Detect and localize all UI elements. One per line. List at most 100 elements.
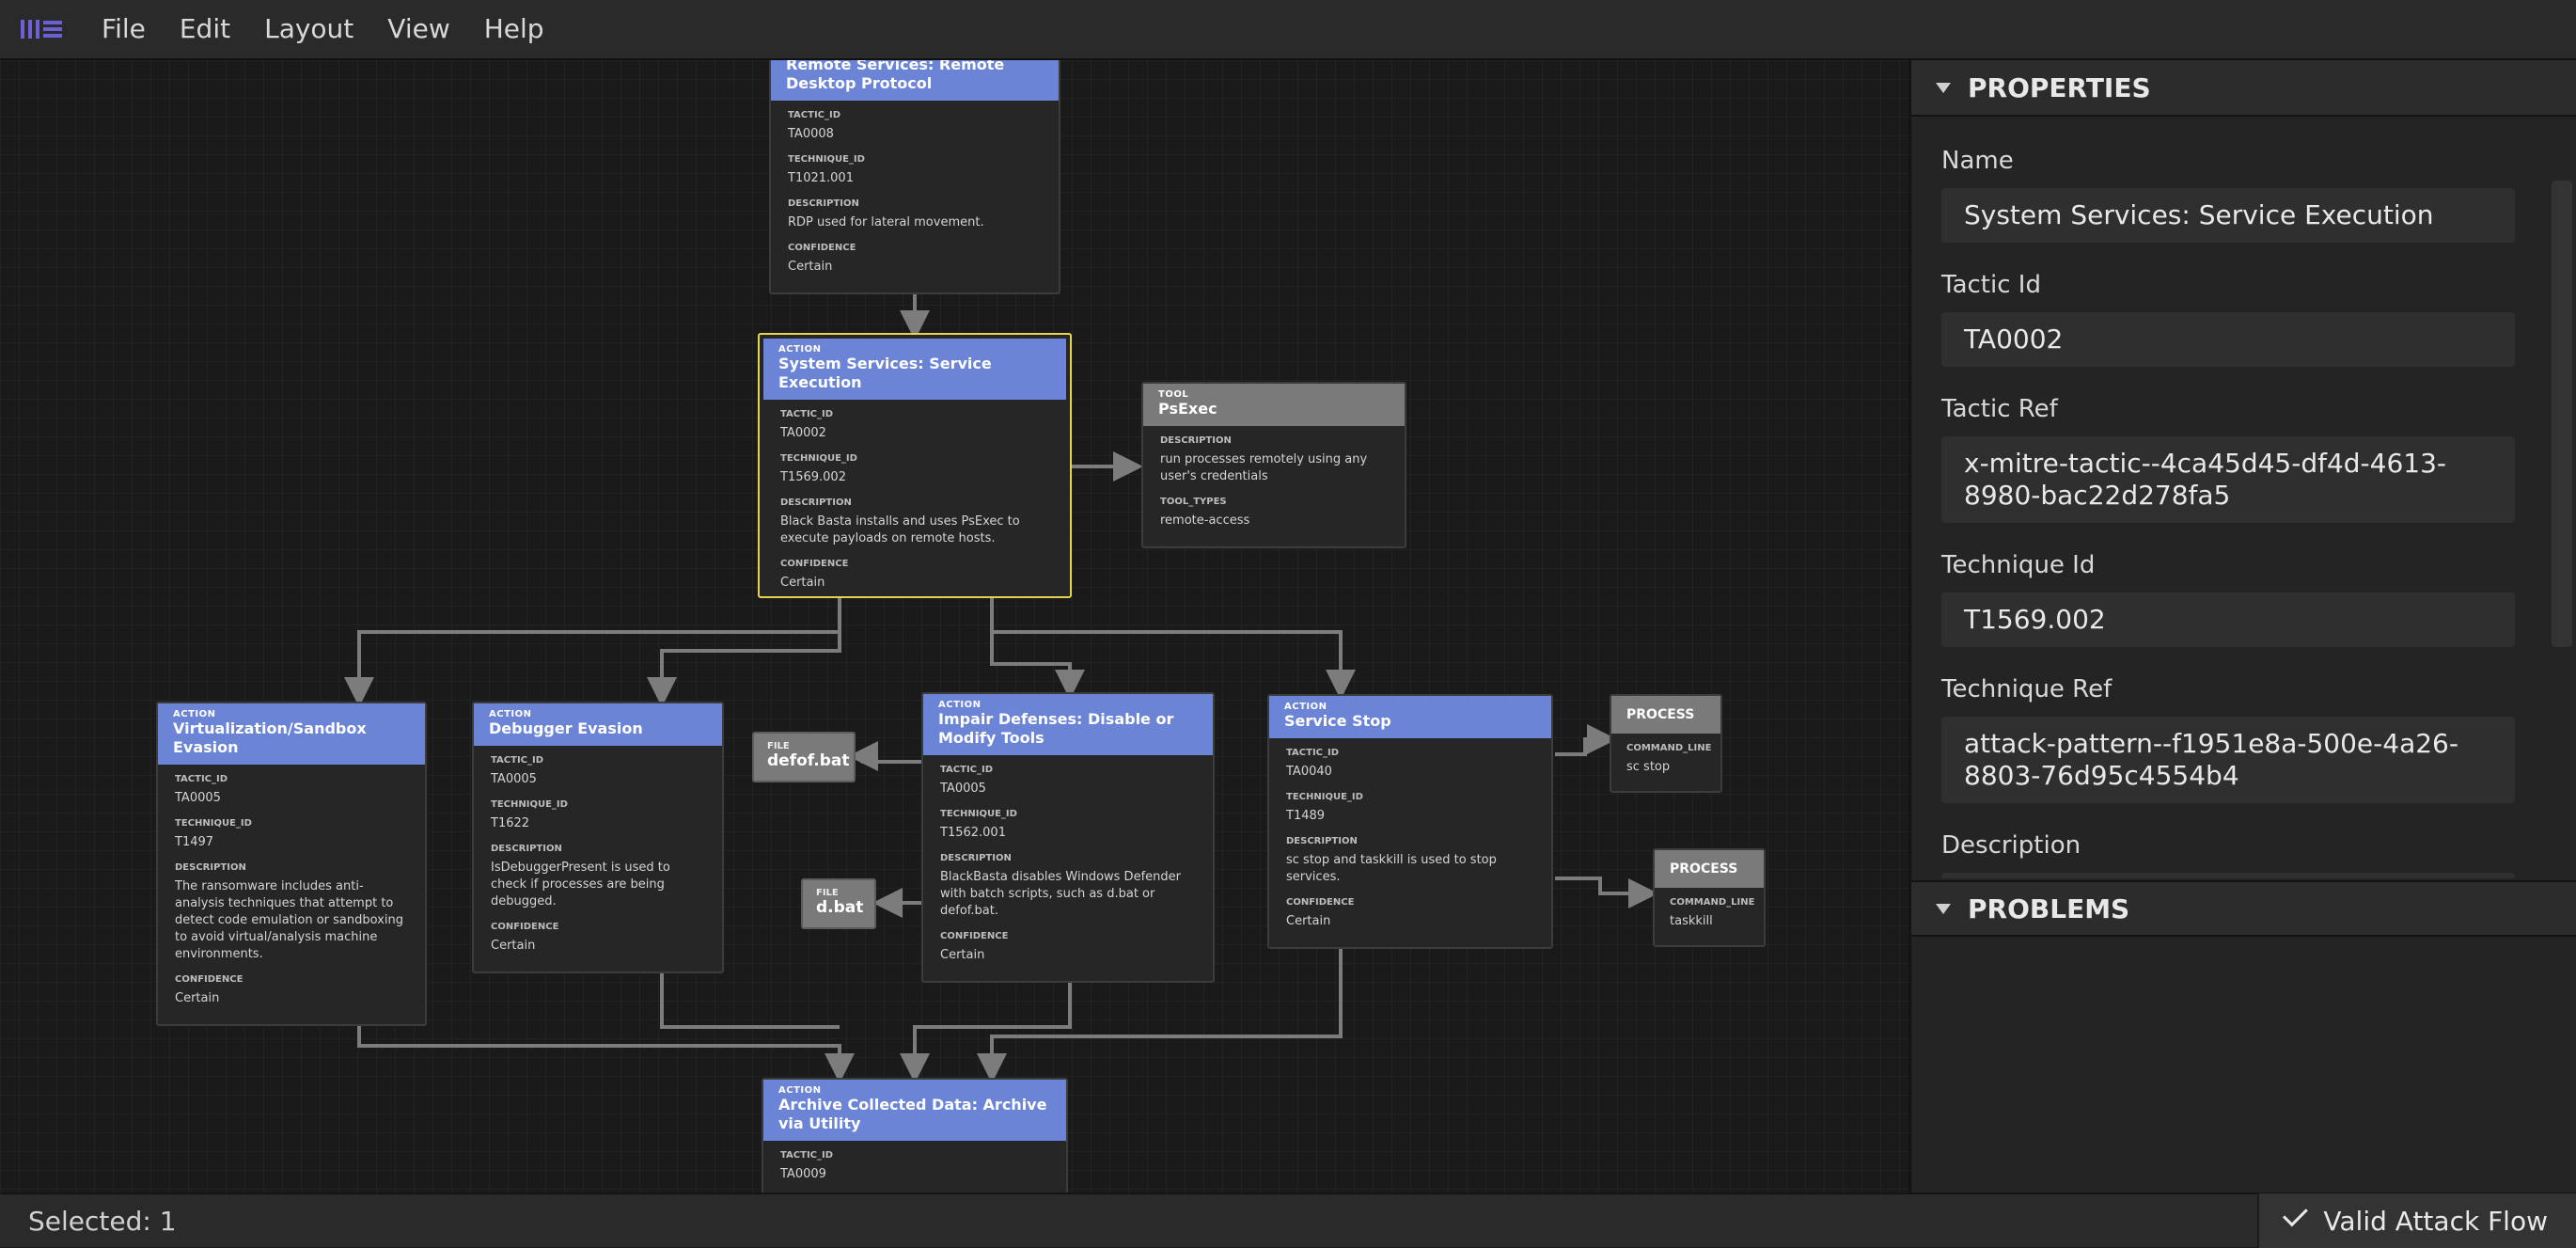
field-value: Certain (175, 991, 220, 1005)
menu-help[interactable]: Help (483, 13, 544, 44)
field-value: T1021.001 (788, 171, 854, 185)
field-key: DESCRIPTION (780, 498, 852, 508)
status-bar: Selected: 1 Valid Attack Flow (0, 1193, 2576, 1248)
wire-stop-proc2[interactable] (1555, 877, 1658, 908)
node-title: PROCESS (1626, 707, 1695, 722)
field-value: TA0005 (491, 772, 537, 786)
problems-section: PROBLEMS (1911, 880, 2576, 937)
field-value: TA0005 (175, 791, 221, 805)
check-icon (2283, 1201, 2309, 1227)
node-kind: ACTION (489, 709, 532, 719)
prop-label-tactic-id: Tactic Id (1941, 271, 2041, 299)
field-key: COMMAND_LINE (1626, 743, 1712, 753)
node-rdp[interactable]: ACTIONRemote Services: Remote Desktop Pr… (769, 60, 1060, 294)
field-value: remote-access (1160, 513, 1250, 528)
wire-impair-archive[interactable] (900, 976, 1072, 1083)
wire-svc-impair[interactable] (990, 598, 1085, 700)
prop-label-technique-ref: Technique Ref (1941, 675, 2113, 703)
validity-indicator[interactable]: Valid Attack Flow (2257, 1193, 2576, 1248)
field-value: Certain (1286, 914, 1331, 928)
properties-title: PROPERTIES (1968, 71, 2151, 103)
properties-list: Name System Services: Service Execution … (1911, 118, 2569, 878)
menu-layout[interactable]: Layout (264, 13, 354, 44)
prop-field-tactic-ref[interactable]: x-mitre-tactic--4ca45d45-df4d-4613-8980-… (1941, 436, 2515, 523)
node-title: System Services: Service Execution (778, 355, 992, 391)
wire-svc-stop[interactable] (990, 598, 1356, 700)
side-panel: PROPERTIES Name System Services: Service… (1908, 60, 2576, 1193)
node-kind: ACTION (1284, 702, 1327, 712)
attack-flow-logo-icon (21, 18, 64, 40)
field-key: DESCRIPTION (940, 853, 1012, 863)
field-key: COMMAND_LINE (1670, 897, 1755, 908)
node-kind: FILE (767, 741, 790, 751)
problems-header[interactable]: PROBLEMS (1911, 880, 2576, 937)
field-key: DESCRIPTION (175, 862, 246, 873)
field-key: DESCRIPTION (1286, 836, 1358, 846)
field-value: T1569.002 (780, 470, 846, 484)
menu-bar: File Edit Layout View Help (0, 0, 2576, 60)
wire-svc-debug[interactable] (647, 598, 841, 707)
prop-label-tactic-ref: Tactic Ref (1941, 395, 2058, 423)
wire-stop-proc1[interactable] (1555, 724, 1617, 756)
wire-virt-archive[interactable] (357, 997, 855, 1083)
prop-field-tactic-id[interactable]: TA0002 (1941, 312, 2515, 367)
wire-stop-archive[interactable] (977, 939, 1343, 1083)
field-value: taskkill (1670, 914, 1713, 928)
wire-debug-archive[interactable] (660, 965, 840, 1029)
field-key: CONFIDENCE (175, 974, 243, 985)
field-key: TOOL_TYPES (1160, 497, 1227, 507)
field-value: Black Basta installs and uses PsExec to … (780, 514, 1020, 545)
node-file-defof[interactable]: FILE defof.bat (752, 732, 856, 782)
field-value: TA0008 (788, 127, 834, 141)
prop-field-technique-ref[interactable]: attack-pattern--f1951e8a-500e-4a26-8803-… (1941, 717, 2515, 803)
field-value: T1497 (175, 835, 214, 849)
node-file-dbat[interactable]: FILE d.bat (801, 878, 876, 929)
field-value: Certain (491, 939, 536, 953)
field-value: TA0002 (780, 426, 826, 440)
prop-field-technique-id[interactable]: T1569.002 (1941, 592, 2515, 647)
field-key: TACTIC_ID (1286, 748, 1340, 758)
node-title: Virtualization/Sandbox Evasion (173, 719, 367, 756)
field-key: TACTIC_ID (175, 774, 228, 784)
menu-file[interactable]: File (102, 13, 146, 44)
prop-field-description[interactable] (1941, 873, 2515, 878)
flow-canvas[interactable]: ACTIONRemote Services: Remote Desktop Pr… (0, 60, 1908, 1193)
node-kind: TOOL (1158, 389, 1189, 400)
node-title: Debugger Evasion (489, 719, 643, 737)
field-key: CONFIDENCE (788, 243, 856, 253)
field-key: TACTIC_ID (780, 409, 834, 419)
node-title: Impair Defenses: Disable or Modify Tools (938, 710, 1174, 747)
triangle-down-icon[interactable] (1936, 82, 1951, 93)
field-value: Certain (788, 260, 833, 274)
node-title: d.bat (816, 898, 864, 917)
menu-view[interactable]: View (387, 13, 450, 44)
field-key: TECHNIQUE_ID (175, 818, 252, 829)
field-value: T1622 (491, 816, 530, 830)
field-value: Certain (780, 576, 825, 590)
field-value: sc stop (1626, 760, 1671, 774)
node-title: PsExec (1158, 400, 1217, 418)
prop-label-name: Name (1941, 147, 2014, 175)
field-key: TECHNIQUE_ID (1286, 792, 1363, 802)
node-kind: ACTION (173, 709, 216, 719)
prop-field-name[interactable]: System Services: Service Execution (1941, 188, 2515, 243)
properties-scrollbar[interactable] (2552, 181, 2572, 647)
wire-impair-defof[interactable] (848, 741, 921, 771)
field-key: CONFIDENCE (491, 922, 559, 932)
properties-header[interactable]: PROPERTIES (1911, 60, 2576, 117)
field-value: RDP used for lateral movement. (788, 215, 984, 229)
field-value: Certain (940, 948, 985, 962)
triangle-down-icon[interactable] (1936, 903, 1951, 914)
field-key: TECHNIQUE_ID (491, 799, 568, 810)
field-key: DESCRIPTION (1160, 435, 1232, 446)
menu-edit[interactable]: Edit (179, 13, 231, 44)
